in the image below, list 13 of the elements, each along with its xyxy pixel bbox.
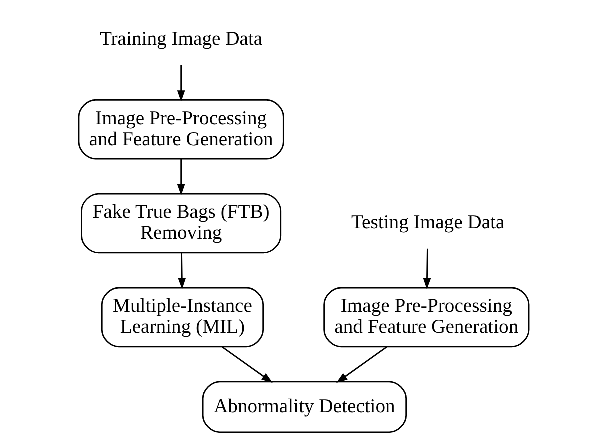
- node-box: Image Pre-Processing and Feature Generation: [324, 286, 530, 348]
- arrow: [178, 252, 186, 290]
- arrow: [222, 346, 273, 383]
- node-text: Testing Image Data: [351, 212, 505, 234]
- arrow: [177, 64, 186, 102]
- node-box: Abnormality Detection: [202, 380, 408, 433]
- node-box: Image Pre-Processing and Feature Generation: [78, 98, 284, 160]
- node-box: Fake True Bags (FTB) Removing: [81, 192, 282, 254]
- arrow: [423, 248, 432, 289]
- arrow: [177, 158, 186, 196]
- arrow: [336, 346, 388, 383]
- node-text: Training Image Data: [100, 28, 263, 50]
- node-box: Multiple-Instance Learning (MIL): [101, 286, 264, 348]
